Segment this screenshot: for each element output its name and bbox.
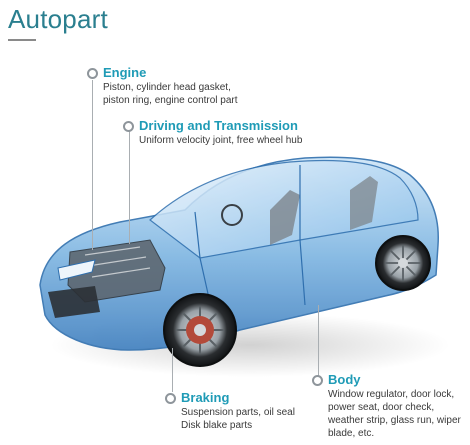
driving-marker xyxy=(123,121,134,132)
braking-marker xyxy=(165,393,176,404)
car-grille xyxy=(48,286,100,318)
front-hub xyxy=(194,324,206,336)
driving-leader xyxy=(129,131,130,244)
engine-description: Piston, cylinder head gasket, piston rin… xyxy=(103,82,238,106)
car-steering xyxy=(221,204,244,226)
body-heading: Body xyxy=(328,372,361,387)
car-seat-rear xyxy=(350,176,378,230)
callout-braking: Braking Suspension parts, oil seal Disk … xyxy=(165,390,295,432)
car-frame-lines xyxy=(194,165,306,326)
engine-leader xyxy=(92,80,93,250)
body-marker xyxy=(312,375,323,386)
engine-detail xyxy=(84,246,151,278)
braking-leader xyxy=(172,348,173,392)
body-leader xyxy=(318,305,319,377)
callout-driving-transmission: Driving and Transmission Uniform velocit… xyxy=(123,118,303,147)
car-seat-front xyxy=(270,190,300,245)
body-description: Window regulator, door lock, power seat,… xyxy=(328,389,461,439)
title-underline xyxy=(8,39,36,41)
engine-heading: Engine xyxy=(103,65,147,80)
braking-heading: Braking xyxy=(181,390,230,405)
rear-hub xyxy=(398,258,408,268)
callout-body: Body Window regulator, door lock, power … xyxy=(312,372,461,440)
car-headlight xyxy=(57,259,96,281)
engine-marker xyxy=(87,68,98,79)
driving-heading: Driving and Transmission xyxy=(139,118,298,133)
driving-description: Uniform velocity joint, free wheel hub xyxy=(139,135,303,146)
page-title: Autopart xyxy=(8,4,108,34)
callout-engine: Engine Piston, cylinder head gasket, pis… xyxy=(87,65,238,107)
braking-description: Suspension parts, oil seal Disk blake pa… xyxy=(181,407,295,431)
